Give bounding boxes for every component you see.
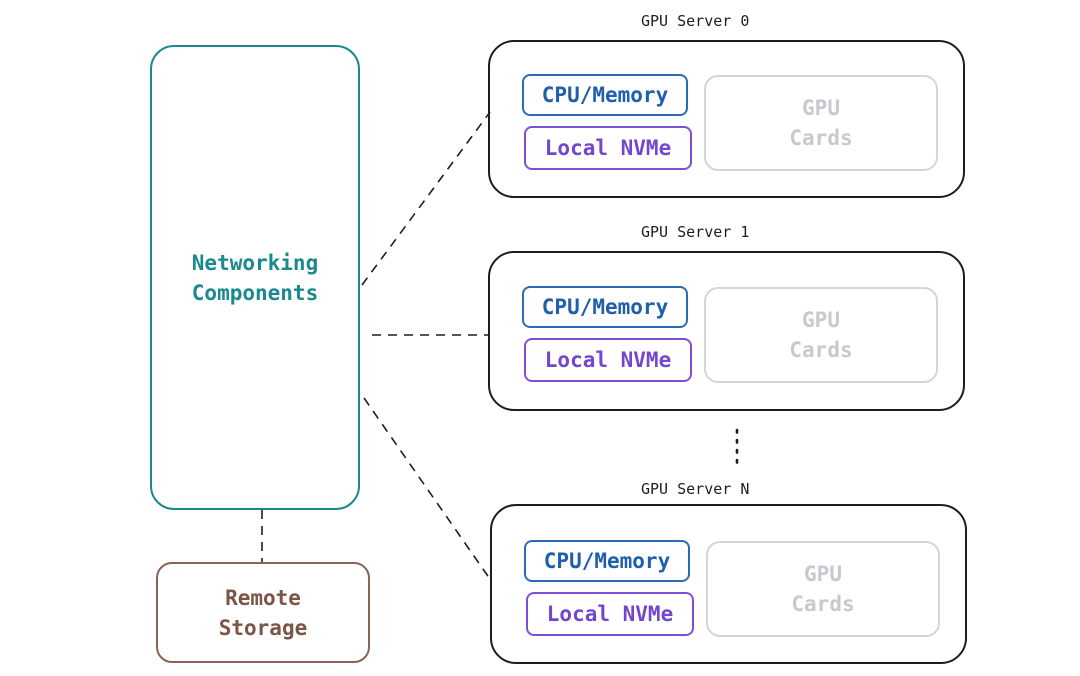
gpu-label-line1: GPU xyxy=(804,562,842,586)
networking-label-line1: Networking xyxy=(191,250,319,275)
server-title: GPU Server 1 xyxy=(641,223,750,241)
cpu-memory-chip: CPU/Memory xyxy=(522,286,688,328)
remote-storage-label-line1: Remote xyxy=(225,585,301,610)
remote-storage-box: Remote Storage xyxy=(156,562,370,663)
link-networking-server-0 xyxy=(361,111,491,286)
local-nvme-chip: Local NVMe xyxy=(526,592,694,636)
gpu-server-box: CPU/Memory Local NVMe GPU Cards xyxy=(488,251,965,411)
gpu-label-line1: GPU xyxy=(802,308,840,332)
cpu-memory-chip: CPU/Memory xyxy=(522,74,688,116)
gpu-server-box: CPU/Memory Local NVMe GPU Cards xyxy=(490,504,967,664)
networking-components-box: Networking Components xyxy=(150,45,360,510)
local-nvme-chip: Local NVMe xyxy=(524,126,692,170)
gpu-cards-chip: GPU Cards xyxy=(704,75,938,171)
gpu-cards-chip: GPU Cards xyxy=(704,287,938,383)
cpu-memory-chip: CPU/Memory xyxy=(524,540,690,582)
local-nvme-chip: Local NVMe xyxy=(524,338,692,382)
server-title: GPU Server N xyxy=(641,480,750,498)
link-networking-server-n xyxy=(363,397,493,583)
gpu-label-line1: GPU xyxy=(802,96,840,120)
remote-storage-label-line2: Storage xyxy=(218,615,308,640)
gpu-label-line2: Cards xyxy=(789,338,853,362)
networking-label-line2: Components xyxy=(191,280,319,305)
gpu-label-line2: Cards xyxy=(789,126,853,150)
gpu-label-line2: Cards xyxy=(791,592,855,616)
gpu-server-box: CPU/Memory Local NVMe GPU Cards xyxy=(488,40,965,198)
server-title: GPU Server 0 xyxy=(641,12,750,30)
gpu-cards-chip: GPU Cards xyxy=(706,541,940,637)
